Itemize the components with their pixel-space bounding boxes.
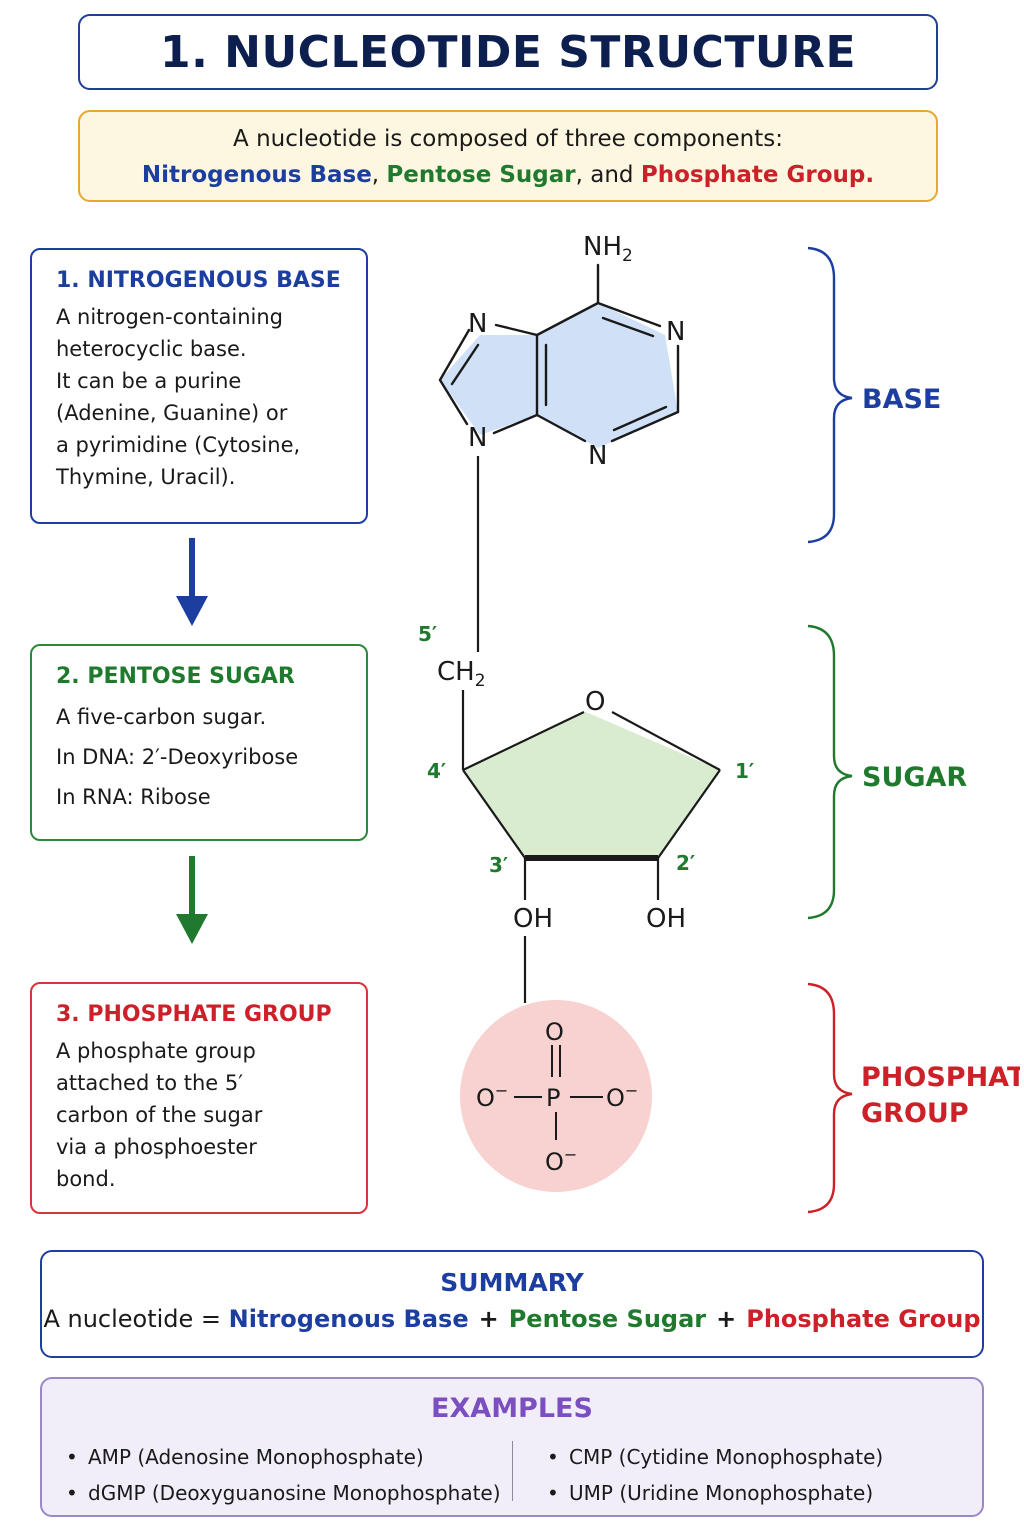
phosphorus-label: P — [546, 1084, 560, 1112]
carbon-3-prime-label: 3′ — [489, 853, 508, 877]
phosphate-text-line: bond. — [56, 1167, 116, 1191]
phosphate-bracket-label-2: GROUP — [861, 1098, 969, 1129]
base-text-line: (Adenine, Guanine) or — [56, 401, 288, 425]
nitrogen-atom-label: N — [666, 317, 685, 347]
purine-five-ring-fill — [440, 335, 537, 435]
hydroxyl-2-label: OH — [646, 904, 686, 934]
sugar-text-line: A five-carbon sugar. — [56, 705, 267, 729]
component-brackets: BASE SUGAR PHOSPHATE GROUP — [807, 246, 1020, 1214]
intro-base: Nitrogenous Base — [141, 162, 372, 188]
intro-box: A nucleotide is composed of three compon… — [78, 110, 938, 202]
intro-sep-1: , — [371, 162, 387, 188]
phosphate-brace — [807, 982, 853, 1214]
nitrogen-atom-label: N — [588, 441, 607, 471]
examples-title: EXAMPLES — [431, 1393, 593, 1424]
phosphate-group-structure: O P O− O− O− — [460, 1000, 652, 1192]
phosphate-bracket-label-1: PHOSPHATE — [861, 1062, 1020, 1093]
examples-right-list: CMP (Cytidine Monophosphate) UMP (Uridin… — [547, 1439, 883, 1511]
base-text-line: It can be a purine — [56, 369, 242, 393]
intro-line: A nucleotide is composed of three compon… — [233, 126, 783, 152]
phosphate-group-heading: 3. PHOSPHATE GROUP — [56, 1002, 332, 1027]
phosphate-group-text: A phosphate group attached to the 5′ car… — [56, 1035, 356, 1195]
phosphate-circle-fill — [460, 1000, 652, 1192]
title-box: 1. NUCLEOTIDE STRUCTURE — [78, 14, 938, 90]
base-text-line: a pyrimidine (Cytosine, — [56, 433, 301, 457]
down-arrow-icon-green — [176, 856, 208, 944]
base-brace — [807, 246, 853, 544]
phosphate-text-line: attached to the 5′ — [56, 1071, 244, 1095]
phosphate-bonds — [514, 1045, 603, 1140]
intro-components: Nitrogenous Base, Pentose Sugar, and Pho… — [80, 157, 936, 193]
summary-sugar: Pentose Sugar — [508, 1305, 707, 1333]
base-text-line: Thymine, Uracil). — [56, 465, 236, 489]
pentose-sugar-text: A five-carbon sugar. In DNA: 2′-Deoxyrib… — [56, 697, 356, 817]
phosphate-oxygen-left: O− — [476, 1081, 508, 1112]
adenine-bonds — [438, 263, 680, 443]
pentose-sugar-box: 2. PENTOSE SUGAR A five-carbon sugar. In… — [30, 644, 368, 841]
plus-sign: + — [716, 1305, 737, 1333]
amine-label: NH2 — [583, 232, 633, 266]
summary-equation: A nucleotide = Nitrogenous Base + Pentose … — [42, 1305, 982, 1333]
purine-six-ring-fill — [537, 303, 678, 448]
intro-sep-2: , and — [575, 162, 641, 188]
nitrogenous-base-box: 1. NITROGENOUS BASE A nitrogen-containin… — [30, 248, 368, 524]
intro-phosphate: Phosphate Group. — [640, 162, 875, 188]
sugar-text-line: In RNA: Ribose — [56, 785, 211, 809]
summary-base: Nitrogenous Base — [228, 1305, 469, 1333]
examples-box: EXAMPLES AMP (Adenosine Monophosphate) d… — [40, 1377, 984, 1517]
nitrogenous-base-heading: 1. NITROGENOUS BASE — [56, 268, 341, 293]
summary-prefix: A nucleotide = — [43, 1305, 229, 1333]
summary-box: SUMMARY A nucleotide = Nitrogenous Base +… — [40, 1250, 984, 1358]
example-item: AMP (Adenosine Monophosphate) — [66, 1439, 501, 1475]
page-title: 1. NUCLEOTIDE STRUCTURE — [159, 26, 857, 78]
nitrogen-atom-label: N — [468, 309, 487, 339]
summary-title: SUMMARY — [440, 1268, 584, 1297]
carbon-4-prime-label: 4′ — [427, 759, 446, 783]
sugar-text-line: In DNA: 2′-Deoxyribose — [56, 745, 299, 769]
phosphate-text-line: carbon of the sugar — [56, 1103, 263, 1127]
ring-oxygen-label: O — [585, 687, 605, 717]
phosphate-text-line: A phosphate group — [56, 1039, 256, 1063]
base-bracket-label: BASE — [862, 384, 941, 415]
nitrogenous-base-structure: NH2 N N N N — [438, 232, 685, 471]
phosphate-text-line: via a phosphoester — [56, 1135, 257, 1159]
examples-divider — [512, 1441, 513, 1501]
example-item: dGMP (Deoxyguanosine Monophosphate) — [66, 1475, 501, 1511]
intro-sugar: Pentose Sugar — [386, 162, 576, 188]
plus-sign: + — [478, 1305, 499, 1333]
pentose-sugar-heading: 2. PENTOSE SUGAR — [56, 664, 295, 689]
base-text-line: A nitrogen-containing — [56, 305, 284, 329]
down-arrow-icon-blue — [176, 538, 208, 626]
carbon-2-prime-label: 2′ — [676, 851, 695, 875]
base-text-line: heterocyclic base. — [56, 337, 247, 361]
nucleotide-structure-diagram: NH2 N N N N CH2 O 5′ 4′ 1′ 3′ 2′ OH OH — [418, 232, 754, 1192]
sugar-brace — [807, 624, 853, 920]
ch2-label: CH2 — [437, 657, 486, 691]
phosphate-group-box: 3. PHOSPHATE GROUP A phosphate group att… — [30, 982, 368, 1214]
carbon-5-prime-label: 5′ — [418, 622, 437, 646]
pentose-sugar-structure: CH2 O 5′ 4′ 1′ 3′ 2′ OH OH — [418, 622, 754, 934]
sugar-ring-bonds — [461, 690, 721, 900]
phosphate-oxygen-bottom: O− — [545, 1145, 577, 1176]
summary-phosphate: Phosphate Group — [746, 1305, 981, 1333]
carbon-1-prime-label: 1′ — [735, 759, 754, 783]
nitrogenous-base-text: A nitrogen-containing heterocyclic base.… — [56, 301, 356, 493]
sugar-bracket-label: SUGAR — [862, 762, 967, 793]
examples-left-list: AMP (Adenosine Monophosphate) dGMP (Deox… — [66, 1439, 501, 1511]
phosphate-oxygen-top: O — [545, 1018, 564, 1046]
hydroxyl-3-label: OH — [513, 904, 553, 934]
phosphate-oxygen-right: O− — [606, 1081, 638, 1112]
sugar-ring-fill — [463, 712, 720, 858]
example-item: CMP (Cytidine Monophosphate) — [547, 1439, 883, 1475]
example-item: UMP (Uridine Monophosphate) — [547, 1475, 883, 1511]
nitrogen-atom-label: N — [468, 423, 487, 453]
